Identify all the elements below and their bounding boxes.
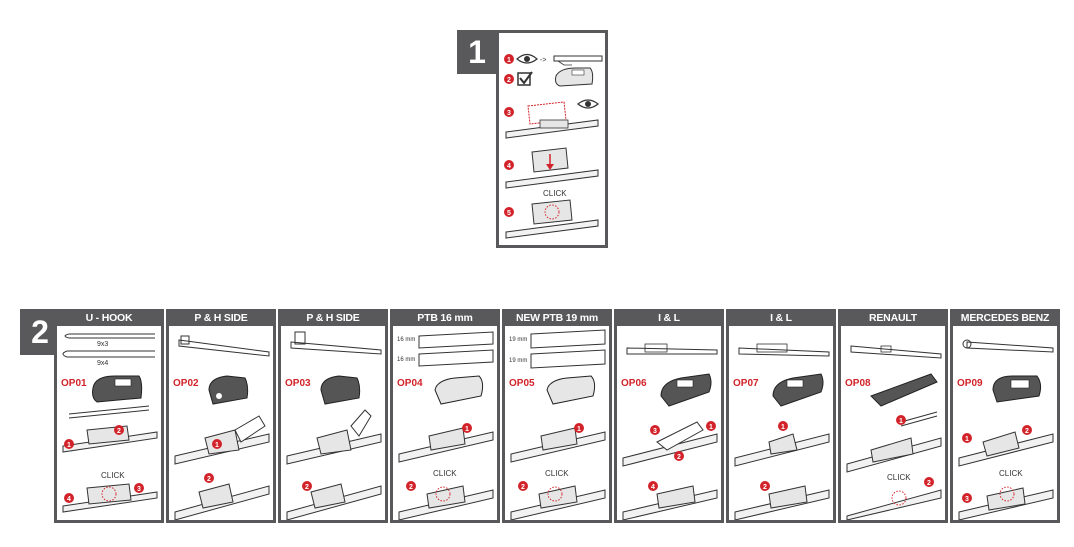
marker-1-text: 1 (507, 57, 511, 64)
renault-illustration: 1 CLICK 2 (846, 345, 942, 520)
marker-3-text: 3 (507, 110, 511, 117)
step-2-number: 2 (20, 309, 60, 355)
marker-5-text: 5 (507, 210, 511, 217)
svg-text:2: 2 (207, 476, 211, 483)
op-code: OP04 (397, 378, 423, 389)
op-code: OP05 (509, 378, 535, 389)
svg-text:CLICK: CLICK (545, 469, 569, 478)
svg-text:19 mm: 19 mm (509, 358, 527, 364)
marker-5 (504, 207, 514, 217)
panel-p-h-side-1: P & H SIDE 1 2 OP02 (166, 309, 276, 523)
step-1-illustration: 1 -> 2 3 4 (504, 53, 603, 239)
hook-size-9x4: 9x4 (97, 360, 108, 367)
panel-title: RENAULT (838, 309, 948, 326)
panel-title: MERCEDES BENZ (950, 309, 1060, 326)
svg-text:2: 2 (1025, 428, 1029, 435)
op-code: OP07 (733, 378, 759, 389)
panel-renault: RENAULT 1 CLICK 2 OP08 (838, 309, 948, 523)
op-code: OP02 (173, 378, 199, 389)
marker-4-text: 4 (507, 163, 511, 170)
svg-text:2: 2 (521, 484, 525, 491)
panel-title: PTB 16 mm (390, 309, 500, 326)
svg-text:1: 1 (709, 424, 713, 431)
panel-p-h-side-2: P & H SIDE 2 OP03 (278, 309, 388, 523)
op-code: OP08 (845, 378, 871, 389)
p-h-side-illustration: 2 (286, 331, 382, 520)
i-l-illustration: 1 2 (734, 343, 830, 520)
step1-row-1: 1 -> (504, 53, 603, 66)
eye-icon (516, 53, 538, 64)
i-l-illustration: 3 1 2 4 (622, 343, 718, 520)
svg-text:4: 4 (651, 484, 655, 491)
svg-text:1: 1 (899, 418, 903, 425)
svg-text:2: 2 (927, 480, 931, 487)
panel-title: I & L (726, 309, 836, 326)
marker-3 (504, 107, 514, 117)
svg-text:2: 2 (763, 484, 767, 491)
op-code: OP09 (957, 378, 983, 389)
panel-title: P & H SIDE (166, 309, 276, 326)
eye-icon (577, 99, 599, 109)
op-code: OP03 (285, 378, 311, 389)
step1-row-5: 5 CLICK (504, 189, 599, 239)
hook-size-9x3: 9x3 (97, 341, 108, 348)
svg-text:CLICK: CLICK (887, 473, 911, 482)
panel-title: U - HOOK (54, 309, 164, 326)
svg-text:1: 1 (215, 442, 219, 449)
panel-i-l-1: I & L 3 1 2 4 OP06 (614, 309, 724, 523)
svg-text:1: 1 (67, 442, 71, 449)
op-code: OP01 (61, 378, 87, 389)
svg-text:16 mm: 16 mm (397, 337, 415, 343)
mercedes-benz-illustration: 1 2 CLICK 3 (958, 339, 1054, 520)
p-h-side-illustration: 1 2 (174, 335, 270, 520)
svg-text:CLICK: CLICK (999, 469, 1023, 478)
svg-text:->: -> (540, 57, 546, 64)
panel-i-l-2: I & L 1 2 OP07 (726, 309, 836, 523)
svg-text:16 mm: 16 mm (397, 357, 415, 363)
panel-title: P & H SIDE (278, 309, 388, 326)
panel-title: I & L (614, 309, 724, 326)
step-1-number: 1 (457, 30, 497, 74)
svg-text:3: 3 (653, 428, 657, 435)
step1-row-3: 3 (504, 99, 599, 139)
marker-4 (504, 160, 514, 170)
marker-2 (504, 74, 514, 84)
svg-text:1: 1 (965, 436, 969, 443)
svg-text:2: 2 (117, 428, 121, 435)
marker-1 (504, 54, 514, 64)
checkbox-icon (517, 72, 531, 86)
panel-u-hook: U - HOOK 9x3 9x4 1 2 CLICK 3 4 OP01 (54, 309, 164, 523)
svg-text:19 mm: 19 mm (509, 337, 527, 343)
step1-row-4: 4 (504, 147, 599, 189)
panel-ptb-16: PTB 16 mm 16 mm 16 mm 1 CLICK 2 OP04 (390, 309, 500, 523)
u-hook-illustration: 9x3 9x4 1 2 CLICK 3 4 (62, 333, 158, 513)
svg-text:1: 1 (465, 426, 469, 433)
click-label: CLICK (101, 471, 125, 480)
ptb-19-illustration: 19 mm 19 mm 1 CLICK 2 (509, 329, 606, 520)
ptb-16-illustration: 16 mm 16 mm 1 CLICK 2 (397, 331, 494, 520)
op-code: OP06 (621, 378, 647, 389)
step-2-frame: U - HOOK 9x3 9x4 1 2 CLICK 3 4 OP01 P & … (54, 309, 1060, 523)
panel-mercedes-benz: MERCEDES BENZ 1 2 CLICK 3 OP09 (950, 309, 1060, 523)
svg-text:4: 4 (67, 496, 71, 503)
svg-text:1: 1 (577, 426, 581, 433)
marker-2-text: 2 (507, 77, 511, 84)
panel-title: NEW PTB 19 mm (502, 309, 612, 326)
panel-new-ptb-19: NEW PTB 19 mm 19 mm 19 mm 1 CLICK 2 OP05 (502, 309, 612, 523)
svg-text:CLICK: CLICK (433, 469, 457, 478)
click-label: CLICK (543, 189, 567, 198)
svg-text:1: 1 (781, 424, 785, 431)
svg-text:2: 2 (409, 484, 413, 491)
svg-text:3: 3 (137, 486, 141, 493)
svg-text:2: 2 (305, 484, 309, 491)
step1-row-2: 2 (504, 67, 594, 87)
svg-text:2: 2 (677, 454, 681, 461)
svg-text:3: 3 (965, 496, 969, 503)
